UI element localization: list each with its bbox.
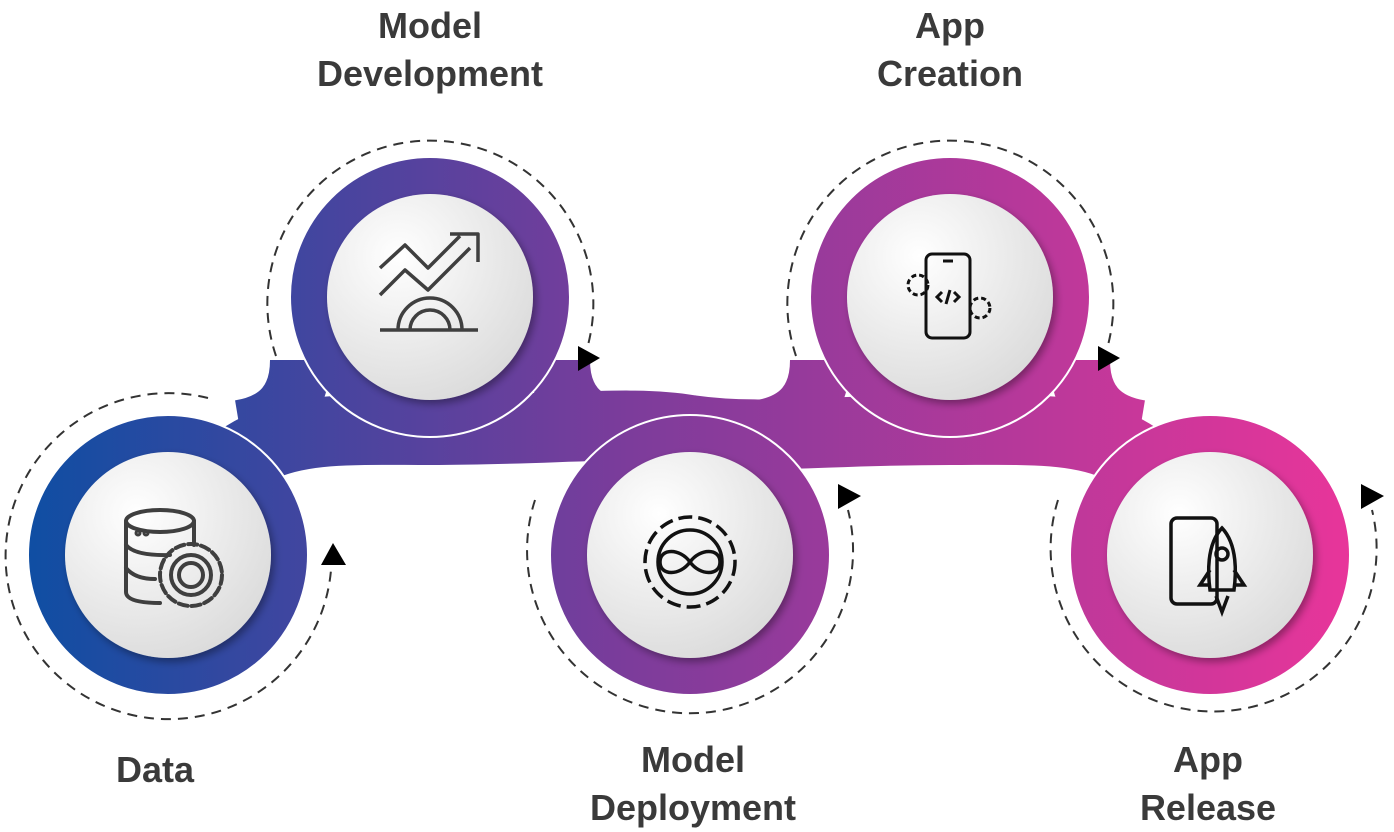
label-line: Deployment [589,787,797,828]
dashed-arc-app-creation [786,139,1115,357]
mobile-code-gear-icon [906,252,992,340]
database-gear-icon [124,508,224,608]
label-line: Development [316,53,544,94]
dashed-arc-app-release [1049,499,1378,713]
label-line: App [1173,739,1243,780]
label-line: App [915,5,985,46]
growth-chart-gear-icon [378,232,480,332]
step-label-app-release: App Release [1028,736,1388,832]
label-line: Creation [876,53,1024,94]
dashed-arc-model-deployment [526,499,855,715]
arrow-icon [838,484,861,509]
dashed-arc-data [4,392,332,721]
arrow-icon [578,346,600,371]
arrow-icon [321,543,346,565]
mobile-rocket-icon [1169,516,1248,617]
arrow-icon [1098,346,1120,371]
step-label-data: Data [115,749,195,790]
label-line: Model [378,5,482,46]
gear-infinity-icon [643,515,737,609]
step-label-model-development: Model Development [250,2,610,98]
step-label-app-creation: App Creation [770,2,1130,98]
dashed-arc-model-development [266,139,595,357]
step-label-model-deployment: Model Deployment [513,736,873,832]
arrow-icon [1361,484,1384,509]
label-line: Release [1139,787,1277,828]
label-line: Model [641,739,745,780]
